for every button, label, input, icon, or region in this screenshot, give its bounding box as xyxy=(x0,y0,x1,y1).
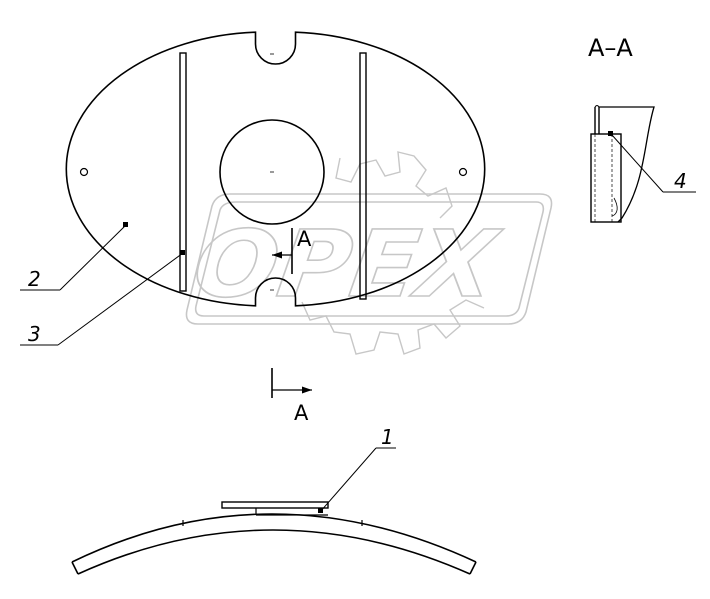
callout-1: 1 xyxy=(381,425,394,449)
section-marker-bottom: A xyxy=(271,368,312,425)
section-marker-top: A xyxy=(272,227,312,274)
leader-dots xyxy=(123,222,185,255)
section-view xyxy=(590,105,655,223)
profile-outer-curve xyxy=(71,513,477,563)
profile-stiffener xyxy=(221,501,329,509)
center-hole xyxy=(219,119,325,225)
callout-3: 3 xyxy=(28,322,41,346)
section-title: A–A xyxy=(588,34,633,62)
leader-lines xyxy=(20,134,696,513)
watermark-text: OPEX xyxy=(187,210,507,317)
watermark: OPEX xyxy=(185,151,553,355)
profile-inner-curve xyxy=(77,529,471,575)
plan-view xyxy=(65,31,486,307)
callout-4: 4 xyxy=(674,169,687,193)
left-stiffener xyxy=(179,52,187,292)
side-profile xyxy=(71,501,477,575)
plate-outline xyxy=(65,31,486,307)
callout-2: 2 xyxy=(28,267,41,291)
section-marker-bottom-label: A xyxy=(294,401,309,425)
right-mount-hole xyxy=(458,167,468,177)
left-mount-hole xyxy=(79,167,89,177)
watermark-frame xyxy=(185,193,553,325)
section-marker-top-label: A xyxy=(297,227,312,251)
right-stiffener xyxy=(359,52,367,300)
